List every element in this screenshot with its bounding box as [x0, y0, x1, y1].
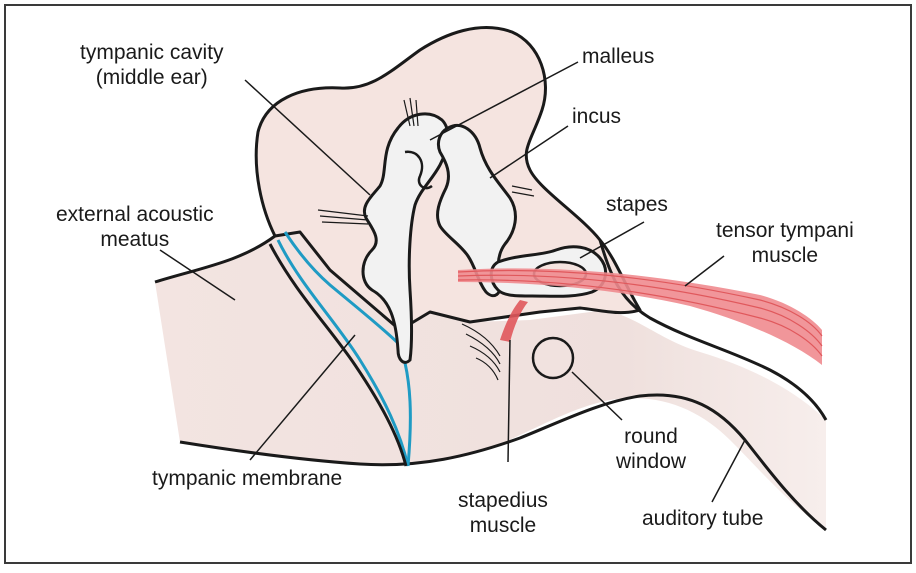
- label-tympanic-membrane-text: tympanic membrane: [152, 466, 342, 491]
- label-stapes-text: stapes: [606, 192, 668, 217]
- label-malleus-text: malleus: [582, 44, 654, 69]
- label-tympanic-membrane: tympanic membrane: [152, 466, 342, 491]
- label-tensor-tympani: tensor tympani muscle: [716, 218, 854, 268]
- label-tympanic-cavity-line1: tympanic cavity: [80, 40, 224, 65]
- label-stapes: stapes: [606, 192, 668, 217]
- label-incus-text: incus: [572, 104, 621, 129]
- label-incus: incus: [572, 104, 621, 129]
- label-tensor-tympani-line2: muscle: [716, 243, 854, 268]
- label-round-window: round window: [616, 424, 686, 474]
- label-stapedius-muscle: stapedius muscle: [458, 488, 548, 538]
- label-stapedius-muscle-line2: muscle: [458, 513, 548, 538]
- round-window: [533, 338, 573, 378]
- label-external-acoustic-meatus-line1: external acoustic: [56, 202, 214, 227]
- label-auditory-tube-text: auditory tube: [642, 506, 763, 531]
- label-auditory-tube: auditory tube: [642, 506, 763, 531]
- label-external-acoustic-meatus-line2: meatus: [56, 227, 214, 252]
- label-round-window-line1: round: [616, 424, 686, 449]
- label-tympanic-cavity-line2: (middle ear): [80, 65, 224, 90]
- label-tympanic-cavity: tympanic cavity (middle ear): [80, 40, 224, 90]
- label-round-window-line2: window: [616, 449, 686, 474]
- label-tensor-tympani-line1: tensor tympani: [716, 218, 854, 243]
- label-malleus: malleus: [582, 44, 654, 69]
- label-external-acoustic-meatus: external acoustic meatus: [56, 202, 214, 252]
- label-stapedius-muscle-line1: stapedius: [458, 488, 548, 513]
